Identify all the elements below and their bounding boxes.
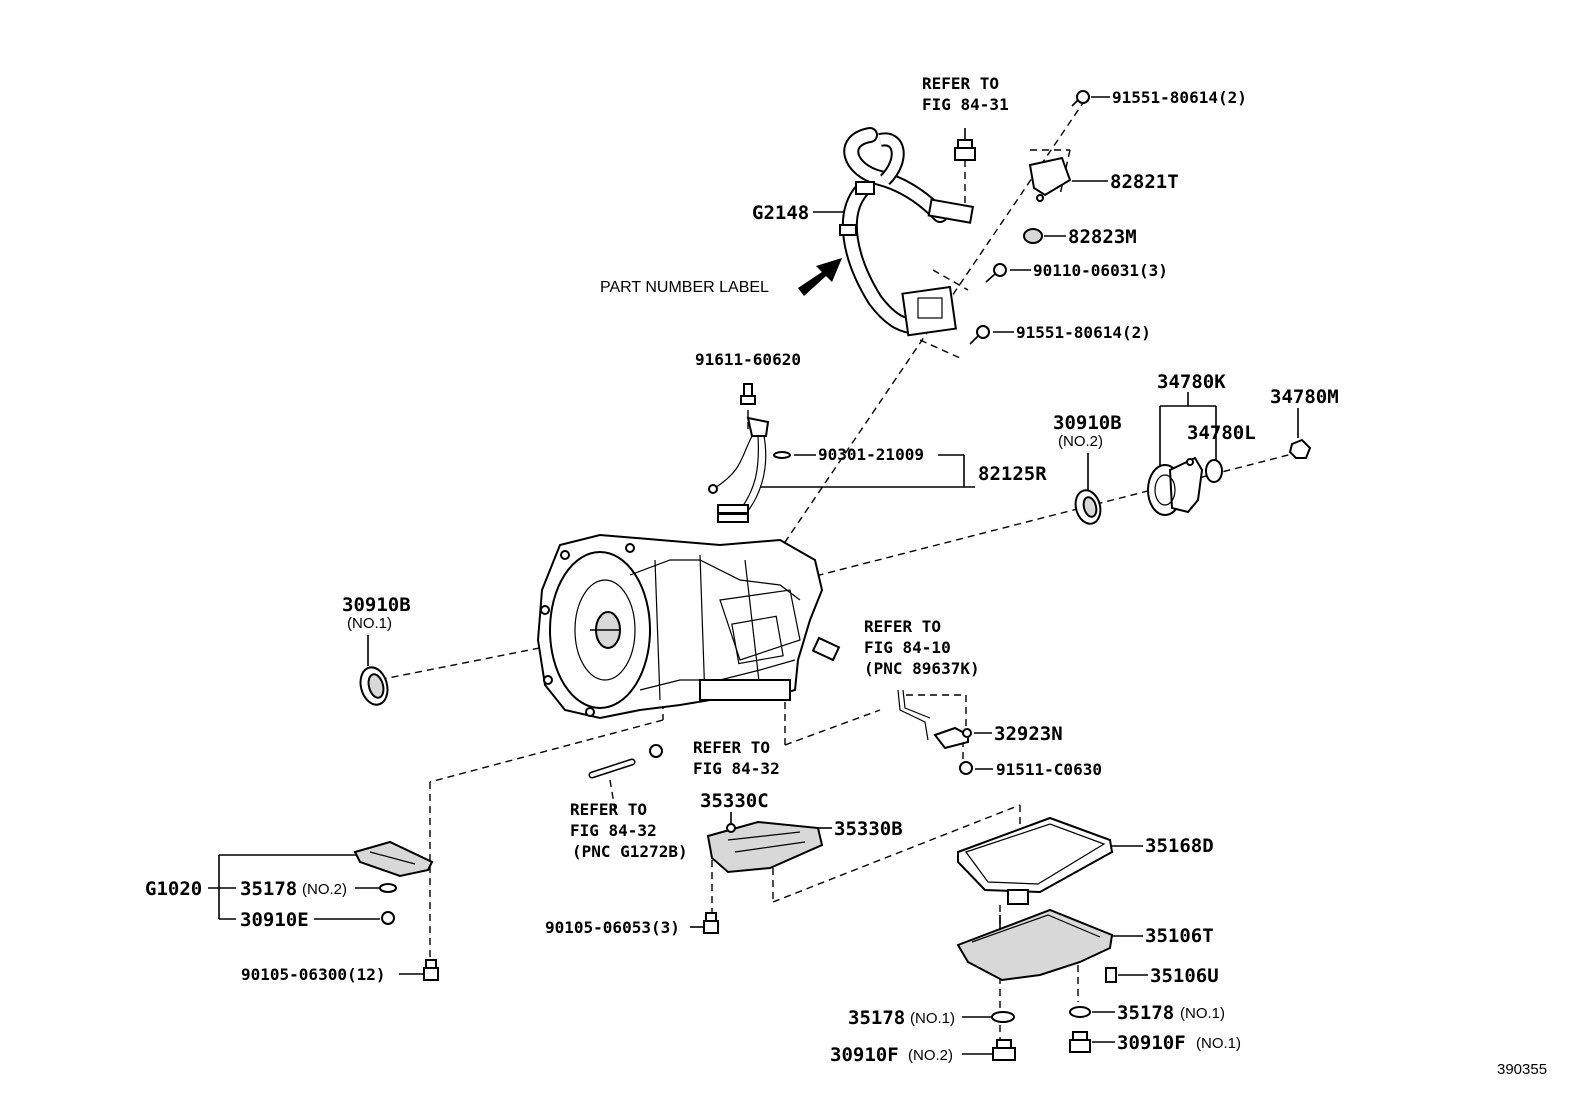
part-91511-C0630: 91511-C0630 xyxy=(996,760,1102,779)
part-30910F-no2: 30910F xyxy=(830,1044,899,1066)
part-90301-21009: 90301-21009 xyxy=(818,445,924,464)
part-90105-06053: 90105-06053(3) xyxy=(545,918,680,937)
refer-fig-84-32a-line1: REFER TO xyxy=(693,738,771,757)
part-82125R: 82125R xyxy=(978,463,1047,485)
pipe-32923n xyxy=(897,689,972,750)
part-30910F-no1-sub: (NO.1) xyxy=(1196,1035,1241,1052)
part-34780L: 34780L xyxy=(1187,422,1256,444)
refer-fig-84-10-line2: FIG 84-10 xyxy=(864,638,951,657)
sensor-refer-84-10 xyxy=(811,636,841,662)
part-G1020: G1020 xyxy=(145,878,203,900)
part-91551-80614-mid: 91551-80614(2) xyxy=(1016,323,1151,342)
refer-fig-84-31-line2: FIG 84-31 xyxy=(922,95,1009,114)
part-30910F-no2-sub: (NO.2) xyxy=(908,1047,953,1064)
flange-34780k xyxy=(1147,456,1204,516)
cover-g1020 xyxy=(353,840,434,878)
part-30910B-left-sub: (NO.1) xyxy=(347,615,392,632)
part-30910E: 30910E xyxy=(240,909,309,931)
refer-fig-84-32b-line2: FIG 84-32 xyxy=(570,821,657,840)
part-34780K: 34780K xyxy=(1157,371,1226,393)
part-32923N: 32923N xyxy=(994,723,1063,745)
part-91611-60620: 91611-60620 xyxy=(695,350,801,369)
part-34780M: 34780M xyxy=(1270,386,1339,408)
bracket-82821T xyxy=(1028,156,1072,202)
bolt-91511-c0630 xyxy=(959,761,973,775)
bolt-90105-06300 xyxy=(423,959,439,981)
dashed-assembly-lines xyxy=(367,99,1301,1040)
bolt-90105-06053 xyxy=(703,912,719,934)
part-82823M: 82823M xyxy=(1068,226,1137,248)
part-35168D: 35168D xyxy=(1145,835,1214,857)
figure-number: 390355 xyxy=(1497,1061,1548,1078)
part-30910B-right: 30910B xyxy=(1053,412,1122,434)
part-30910F-no1: 30910F xyxy=(1117,1032,1186,1054)
part-35106U: 35106U xyxy=(1150,965,1219,987)
refer-fig-84-31-line1: REFER TO xyxy=(922,74,1000,93)
transmission-assembly xyxy=(536,533,824,720)
part-35178-no1-left-sub: (NO.1) xyxy=(910,1010,955,1027)
bolt-refer-84-31 xyxy=(954,128,976,161)
part-30910B-right-sub: (NO.2) xyxy=(1058,433,1103,450)
oil-seal-30910b-right xyxy=(1074,489,1102,525)
gasket-35168d xyxy=(957,816,1114,894)
strainer-35330b xyxy=(706,820,824,874)
part-35178-no1-left: 35178 xyxy=(848,1007,906,1029)
bolt-90110-06031 xyxy=(985,263,1007,283)
gasket-35178-no2 xyxy=(379,883,397,893)
part-90110-06031: 90110-06031(3) xyxy=(1033,261,1168,280)
gasket-35178-no1-left xyxy=(991,1011,1015,1023)
gasket-35178-no1-right xyxy=(1069,1006,1091,1018)
part-35178-no2: 35178 xyxy=(240,878,298,900)
plug-30910f-no2 xyxy=(992,1039,1016,1061)
part-35178-no1-right-sub: (NO.1) xyxy=(1180,1005,1225,1022)
bolt-91551-80614-mid xyxy=(969,325,990,345)
bolt-91551-80614-top xyxy=(1071,90,1090,107)
part-90105-06300: 90105-06300(12) xyxy=(241,965,386,984)
part-35330C: 35330C xyxy=(700,790,769,812)
refer-fig-84-10-line3: (PNC 89637K) xyxy=(864,659,980,678)
oil-pan-35106t xyxy=(956,889,1114,982)
washer-34780l xyxy=(1205,459,1223,483)
plug-30910f-no1 xyxy=(1069,1031,1091,1053)
part-number-arrow xyxy=(798,258,842,296)
refer-fig-84-10-line1: REFER TO xyxy=(864,617,942,636)
nut-34780m xyxy=(1288,438,1312,459)
part-number-label-text: PART NUMBER LABEL xyxy=(600,279,769,296)
refer-fig-84-32a-line2: FIG 84-32 xyxy=(693,759,780,778)
part-82821T: 82821T xyxy=(1110,171,1179,193)
magnet-35106u xyxy=(1105,967,1117,983)
part-35106T: 35106T xyxy=(1145,925,1214,947)
plug-30910e xyxy=(381,911,395,925)
refer-fig-84-32b-line1: REFER TO xyxy=(570,800,648,819)
tube-refer-84-32 xyxy=(588,758,636,779)
part-30910B-left: 30910B xyxy=(342,594,411,616)
part-35178-no2-sub: (NO.2) xyxy=(302,881,347,898)
wire-harness-g2148 xyxy=(839,127,975,337)
refer-fig-84-32b-line3: (PNC G1272B) xyxy=(572,842,688,861)
cap-82823M xyxy=(1023,228,1043,244)
sensor-harness-82125r xyxy=(708,383,791,523)
part-91551-80614-top: 91551-80614(2) xyxy=(1112,88,1247,107)
plug-refer-84-32 xyxy=(649,744,663,758)
leader-lines xyxy=(208,96,1299,1055)
part-35330B: 35330B xyxy=(834,818,903,840)
part-G2148: G2148 xyxy=(752,202,810,224)
part-35178-no1-right: 35178 xyxy=(1117,1002,1175,1024)
oil-seal-30910b-left xyxy=(359,666,389,706)
